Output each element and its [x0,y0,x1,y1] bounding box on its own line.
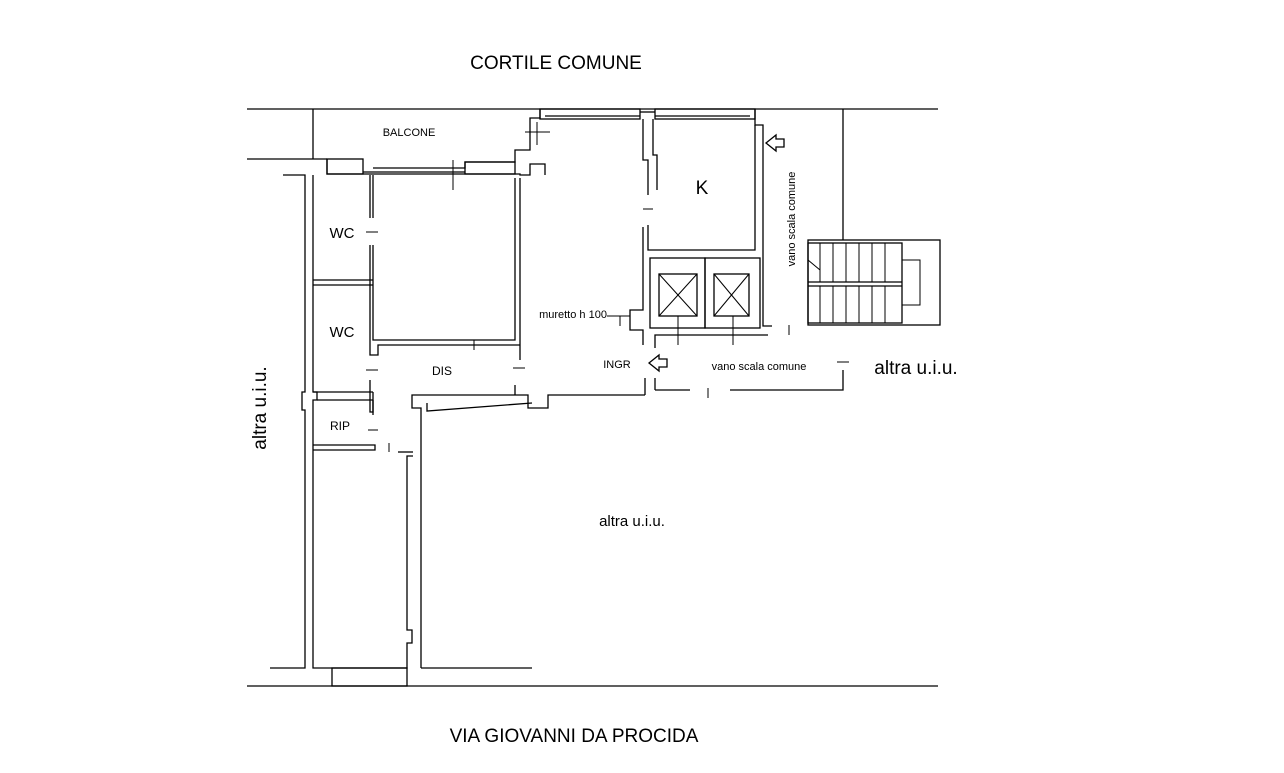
balcony-label: BALCONE [383,127,436,139]
rip-label: RIP [330,419,350,433]
courtyard-label: CORTILE COMUNE [470,53,642,74]
stair-arrow-icon [764,133,785,153]
other-unit-east-label: altra u.i.u. [874,358,957,379]
other-unit-south-label: altra u.i.u. [599,513,665,530]
interior-walls [313,175,844,453]
staircase [807,239,941,326]
wc-top-label: WC [330,225,355,242]
low-wall-label: muretto h 100 [539,309,607,321]
stair-vertical-label: vano scala comune [786,172,798,267]
entrance-label: INGR [603,359,631,371]
stair-hall-label: vano scala comune [712,361,807,373]
door-marks [366,122,849,452]
entrance-arrow-icon [647,353,668,373]
boundary-lines [247,108,938,687]
other-unit-west-label: altra u.i.u. [250,366,271,449]
wc-bottom-label: WC [330,324,355,341]
street-label: VIA GIOVANNI DA PROCIDA [450,726,699,747]
dis-label: DIS [432,364,452,378]
exterior-walls [270,108,772,687]
kitchen-label: K [696,178,709,199]
